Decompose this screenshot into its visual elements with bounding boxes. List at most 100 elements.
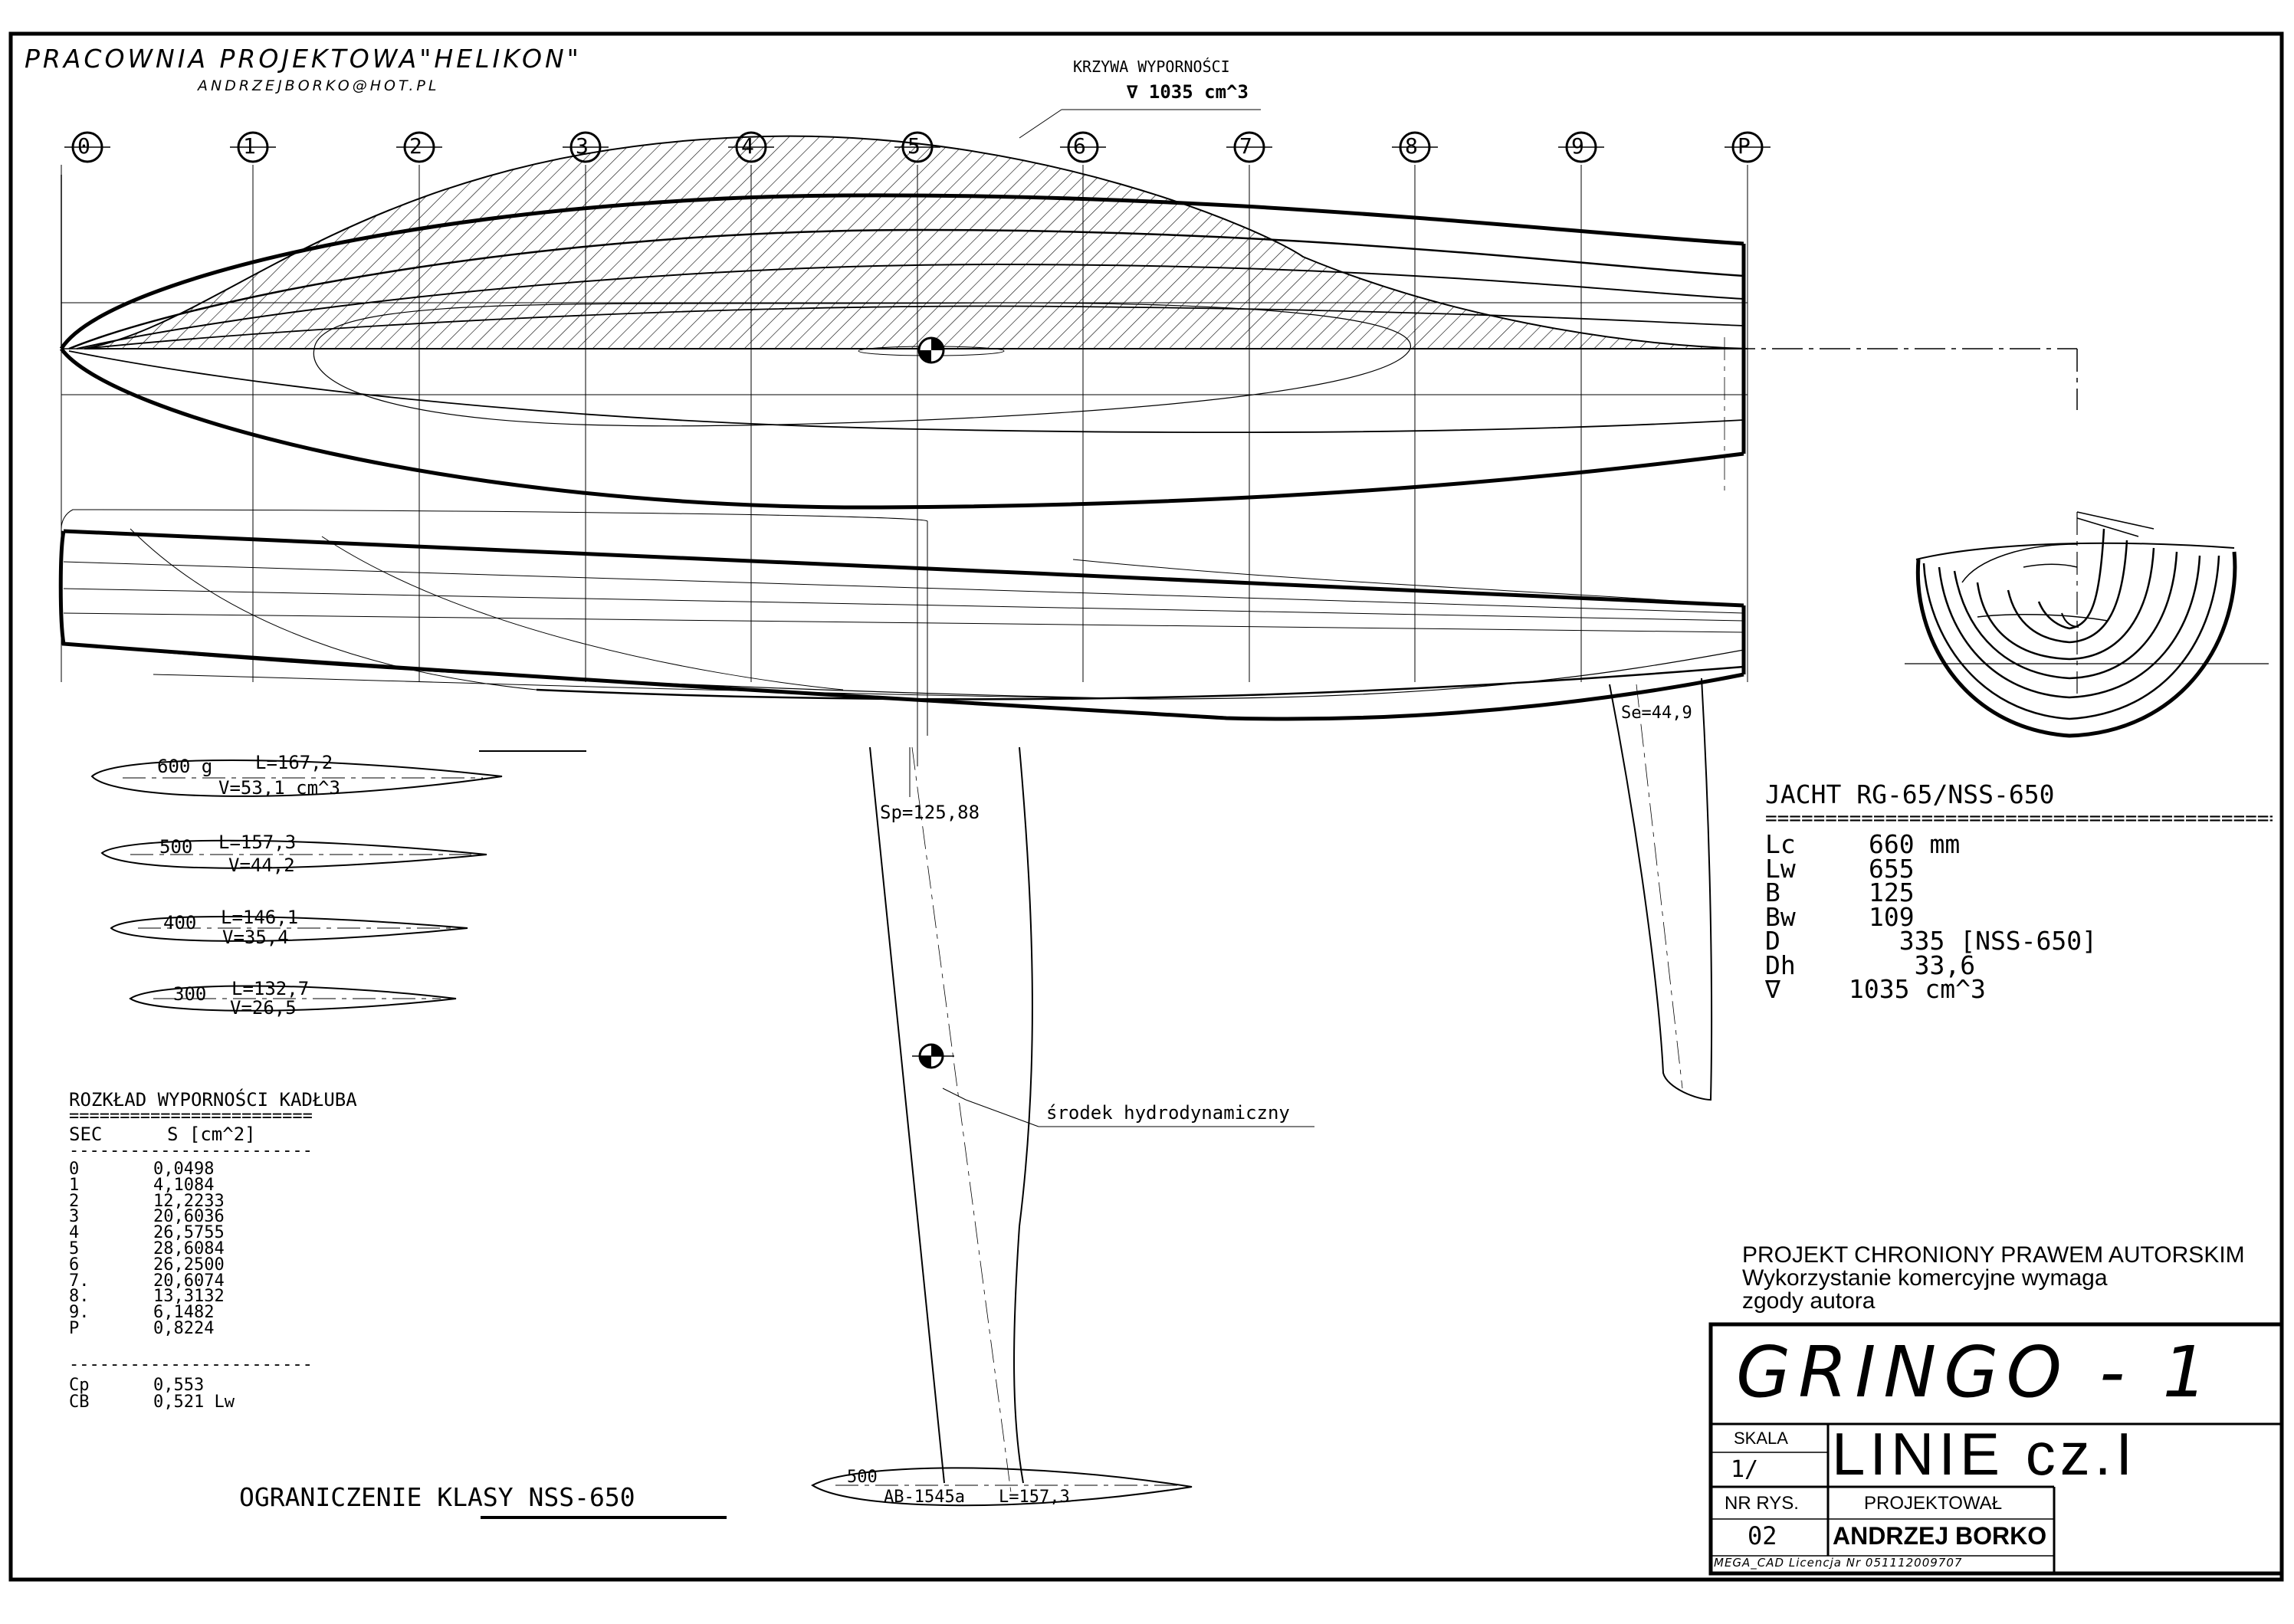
- bulb-2-mass: 500: [159, 836, 193, 858]
- spec-value: 109: [1869, 901, 1915, 932]
- station-5: 5: [907, 133, 921, 159]
- bulb-2-length: L=157,3: [218, 832, 297, 853]
- bulb-1-length: L=167,2: [255, 752, 333, 773]
- keel-fin: [811, 746, 1314, 1507]
- station-4: 4: [741, 133, 754, 159]
- spec-key: D: [1765, 926, 1780, 956]
- table-row-area: 26,5755: [153, 1223, 225, 1243]
- table-row-area: 0,8224: [153, 1319, 215, 1338]
- displacement-curve-label: KRZYWA WYPORNOŚCI: [1073, 57, 1230, 76]
- cp-value: 0,553: [153, 1376, 205, 1395]
- spec-value: 125: [1869, 878, 1915, 907]
- table-row-sec: 5: [69, 1239, 80, 1258]
- table-row-sec: 1: [69, 1175, 80, 1195]
- studio-name: PRACOWNIA PROJEKTOWA"HELIKON": [25, 44, 582, 74]
- col-sec-header: SEC: [69, 1124, 103, 1145]
- keel-sp-label: Sp=125,88: [880, 802, 980, 823]
- table-row-area: 4,1084: [153, 1175, 215, 1195]
- designer-name: ANDRZEJ BORKO: [1833, 1522, 2047, 1550]
- station-6: 6: [1073, 133, 1086, 159]
- title-block-frame: [1708, 1322, 2284, 1576]
- bulb-3-volume: V=35,4: [222, 927, 289, 948]
- displacement-table-title: ROZKŁAD WYPORNOŚCI KADŁUBA: [69, 1089, 357, 1111]
- rudder-se-label: Se=44,9: [1621, 704, 1692, 723]
- drawing-no-label: NR RYS.: [1725, 1493, 1799, 1514]
- spec-key: ∇: [1765, 974, 1780, 1004]
- specs-title: JACHT RG-65/NSS-650: [1765, 779, 2055, 809]
- col-s-header: S [cm^2]: [167, 1124, 256, 1145]
- station-0: 0: [77, 133, 90, 159]
- license-note: MEGA_CAD Licencja Nr 051112009707: [1714, 1556, 1963, 1570]
- scale-label: SKALA: [1734, 1429, 1788, 1448]
- keel-foot-length: L=157,3: [999, 1488, 1070, 1507]
- body-plan: [1905, 511, 2269, 738]
- spec-value: 1035 cm^3: [1849, 974, 1986, 1004]
- station-7: 7: [1239, 133, 1252, 159]
- table-row-area: 20,6036: [153, 1207, 225, 1227]
- displacement-table-separator: ========================: [69, 1108, 313, 1125]
- table-row-sec: P: [69, 1319, 80, 1338]
- table-row-sec: 0: [69, 1160, 80, 1179]
- table-row-area: 28,6084: [153, 1239, 225, 1258]
- cb-label: CB: [69, 1393, 90, 1412]
- spec-key: B: [1765, 878, 1780, 907]
- scale-value: 1/: [1731, 1456, 1759, 1483]
- table-row-sec: 3: [69, 1207, 80, 1227]
- table-row-sec: 4: [69, 1223, 80, 1243]
- table-row-sec: 6: [69, 1255, 80, 1275]
- spec-value: 33,6: [1869, 950, 1976, 980]
- table-row-sec: 8.: [69, 1287, 90, 1307]
- spec-key: Bw: [1765, 901, 1796, 932]
- class-limit-label: OGRANICZENIE KLASY NSS-650: [239, 1482, 635, 1512]
- table-row-sec: 2: [69, 1191, 80, 1211]
- bulb-4-length: L=132,7: [231, 978, 310, 999]
- bulb-1-volume: V=53,1 cm^3: [218, 777, 340, 799]
- table-row-area: 20,6074: [153, 1271, 225, 1291]
- table-row-sec: 7.: [69, 1271, 90, 1291]
- bulb-section-profiles: [90, 760, 503, 1012]
- table-row-area: 0,0498: [153, 1160, 215, 1179]
- cp-label: Cp: [69, 1376, 90, 1395]
- drawing-title: LINIE cz.I: [1832, 1420, 2138, 1488]
- designer-label: PROJEKTOWAŁ: [1864, 1493, 2003, 1514]
- table-rule-top: ------------------------: [69, 1143, 313, 1160]
- half-breadth-plan: [59, 109, 2078, 510]
- table-row-sec: 9.: [69, 1303, 90, 1323]
- table-row-area: 13,3132: [153, 1287, 225, 1307]
- project-name: GRINGO - 1: [1736, 1331, 2216, 1413]
- bulb-4-mass: 300: [173, 983, 207, 1005]
- bulb-3-length: L=146,1: [221, 907, 299, 928]
- spec-value: 655: [1869, 853, 1915, 884]
- spec-key: Lw: [1765, 853, 1796, 884]
- displacement-curve-value: ∇ 1035 cm^3: [1127, 81, 1249, 103]
- spec-key: Dh: [1765, 950, 1796, 980]
- table-row-area: 6,1482: [153, 1303, 215, 1323]
- spec-value: 660 mm: [1869, 829, 1961, 859]
- rudder: [1609, 677, 1713, 1101]
- studio-email: ANDRZEJBORKO@HOT.PL: [198, 77, 440, 94]
- station-p: P: [1738, 133, 1751, 159]
- drawing-no: 02: [1748, 1521, 1777, 1550]
- hydrodynamic-center-label: środek hydrodynamiczny: [1046, 1102, 1290, 1124]
- copyright-line-1: PROJEKT CHRONIONY PRAWEM AUTORSKIM: [1742, 1242, 2245, 1268]
- station-2: 2: [409, 133, 422, 159]
- keel-foot-profile: AB-1545a: [884, 1488, 965, 1507]
- table-row-area: 12,2233: [153, 1191, 225, 1211]
- station-3: 3: [576, 133, 589, 159]
- bulb-3-mass: 400: [163, 912, 197, 933]
- bulb-4-volume: V=26,5: [230, 997, 297, 1019]
- keel-foot-mass: 500: [847, 1468, 878, 1487]
- spec-value: 335 [NSS-650]: [1869, 926, 2098, 956]
- table-rule-bottom: ------------------------: [69, 1357, 313, 1373]
- bulb-1-mass: 600 g: [157, 756, 213, 777]
- station-8: 8: [1405, 133, 1418, 159]
- table-row-area: 26,2500: [153, 1255, 225, 1275]
- copyright-line-2: Wykorzystanie komercyjne wymaga: [1742, 1265, 2108, 1291]
- cb-value: 0,521 Lw: [153, 1393, 235, 1412]
- profile-plan: [58, 337, 1746, 752]
- station-9: 9: [1571, 133, 1584, 159]
- bulb-2-volume: V=44,2: [228, 855, 295, 876]
- station-1: 1: [243, 133, 256, 159]
